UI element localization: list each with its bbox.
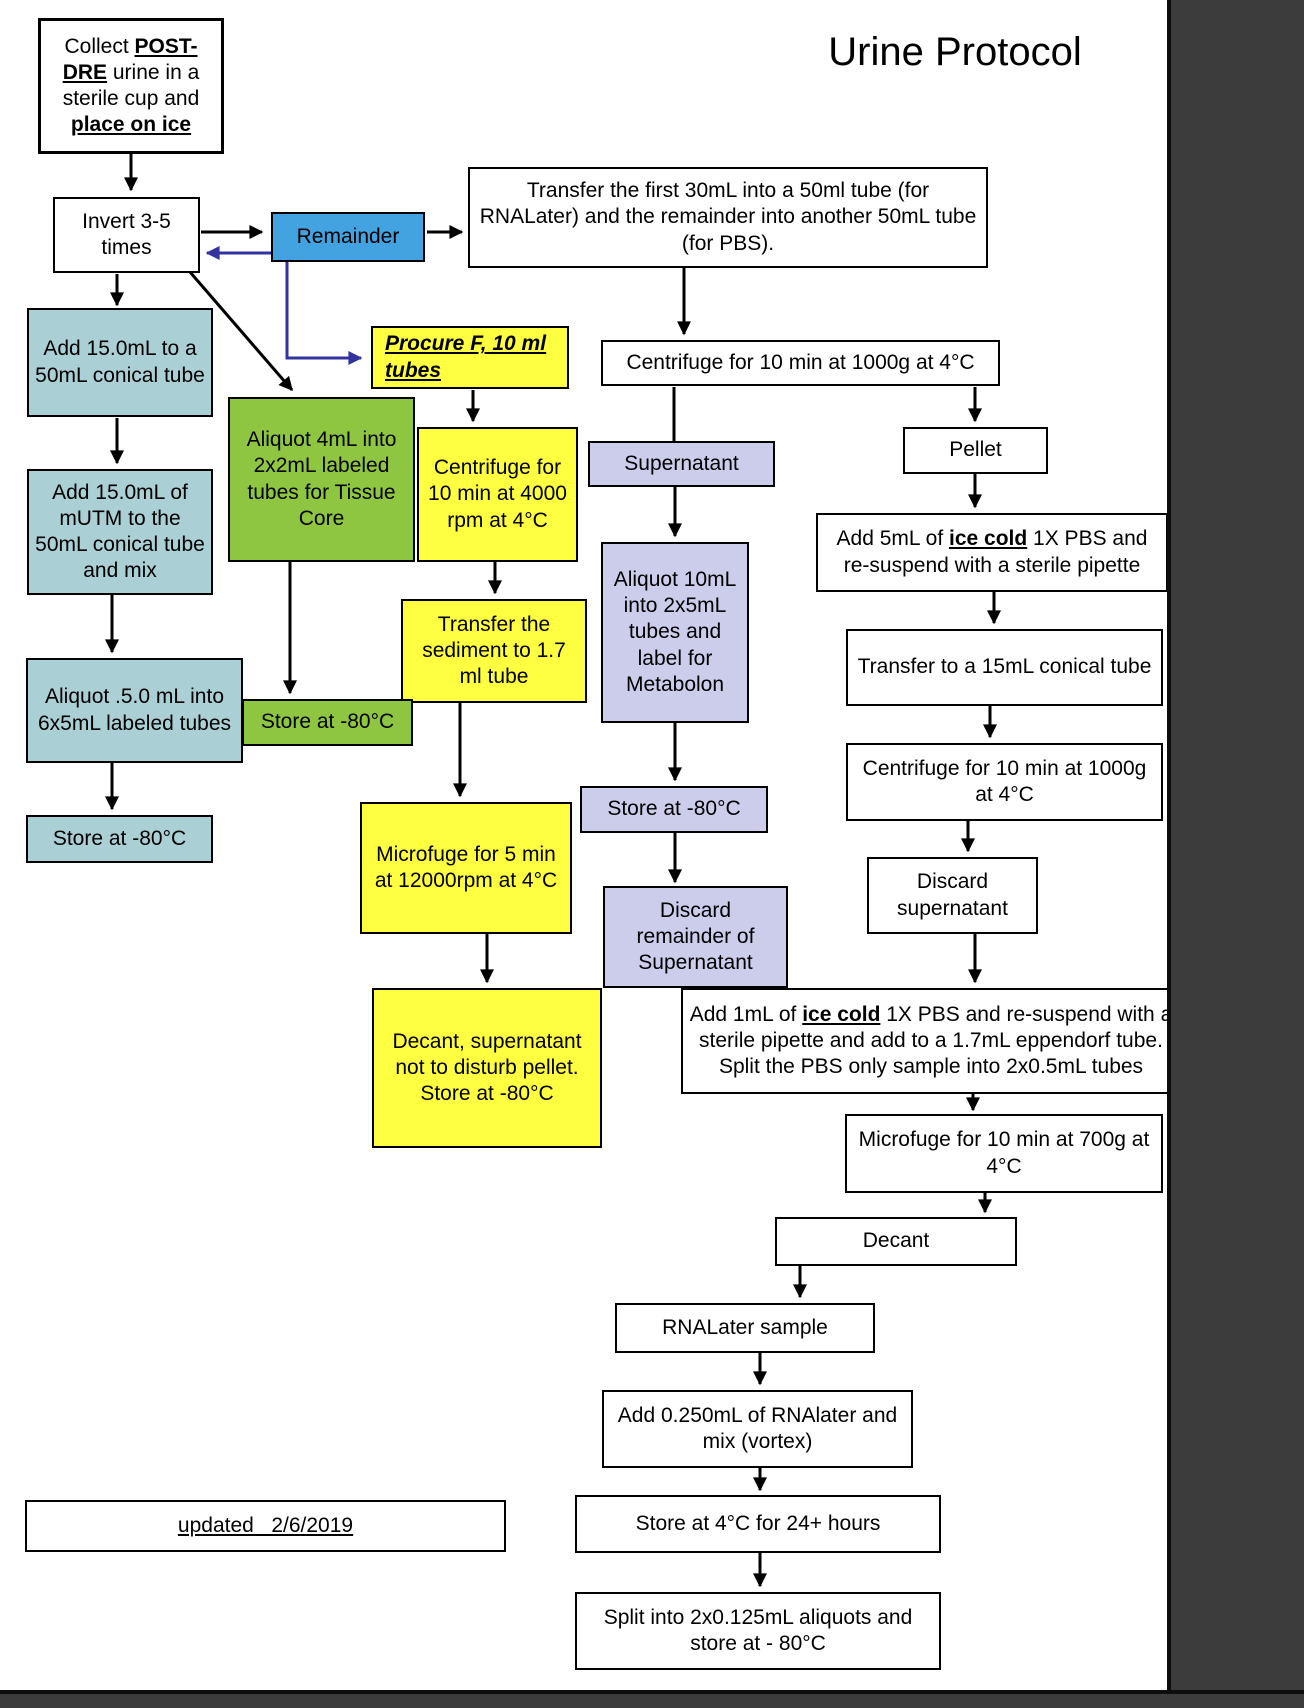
node-discard-remainder: Discard remainder of Supernatant (603, 886, 788, 988)
node-store-80-teal: Store at -80°C (26, 815, 213, 863)
node-microfuge-700g: Microfuge for 10 min at 700g at 4°C (845, 1114, 1163, 1193)
node-rnalater-sample: RNALater sample (615, 1303, 875, 1353)
node-add-5ml-pbs: Add 5mL of ice cold 1X PBS and re-suspen… (816, 513, 1168, 592)
node-add-1ml-pbs: Add 1mL of ice cold 1X PBS and re-suspen… (681, 988, 1181, 1094)
page-title: Urine Protocol (828, 30, 1082, 74)
node-transfer-15ml-conical: Transfer to a 15mL conical tube (846, 629, 1163, 706)
node-aliquot-5ml-tubes: Aliquot .5.0 mL into 6x5mL labeled tubes (26, 658, 243, 763)
node-pellet: Pellet (903, 427, 1048, 474)
node-procure-tubes: Procure F, 10 ml tubes (371, 326, 569, 389)
node-store-80-green: Store at -80°C (242, 699, 413, 746)
node-centrifuge-4000rpm: Centrifuge for 10 min at 4000 rpm at 4°C (417, 427, 578, 562)
node-transfer-sediment: Transfer the sediment to 1.7 ml tube (401, 599, 587, 703)
node-supernatant: Supernatant (588, 441, 775, 487)
node-split-aliquots: Split into 2x0.125mL aliquots and store … (575, 1592, 941, 1670)
right-dark-band (1167, 0, 1304, 1708)
updated-date-box: updated 2/6/2019 (25, 1500, 506, 1552)
node-discard-supernatant: Discard supernatant (867, 857, 1038, 934)
node-add-15ml-conical: Add 15.0mL to a 50mL conical tube (27, 308, 213, 417)
bottom-dark-band (0, 1690, 1304, 1708)
node-decant-store: Decant, supernatant not to disturb pelle… (372, 988, 602, 1148)
node-aliquot-4ml-tissue-core: Aliquot 4mL into 2x2mL labeled tubes for… (228, 397, 415, 562)
black-arrows (105, 154, 1001, 1588)
node-aliquot-10ml-metabolon: Aliquot 10mL into 2x5mL tubes and label … (601, 542, 749, 723)
node-store-4c: Store at 4°C for 24+ hours (575, 1495, 941, 1553)
node-invert: Invert 3-5 times (53, 197, 200, 273)
node-decant: Decant (775, 1217, 1017, 1266)
node-centrifuge-1000g-first: Centrifuge for 10 min at 1000g at 4°C (601, 340, 1000, 386)
node-add-rnalater: Add 0.250mL of RNAlater and mix (vortex) (602, 1390, 913, 1468)
navy-feedback-arrows (205, 246, 363, 365)
node-centrifuge-1000g-second: Centrifuge for 10 min at 1000g at 4°C (846, 743, 1163, 821)
node-microfuge-5min: Microfuge for 5 min at 12000rpm at 4°C (360, 802, 572, 934)
node-store-80-purple: Store at -80°C (580, 786, 768, 833)
node-add-mutm: Add 15.0mL of mUTM to the 50mL conical t… (27, 469, 213, 595)
node-collect-post-dre: Collect POST-DRE urine in a sterile cup … (38, 18, 224, 154)
node-remainder: Remainder (271, 212, 425, 262)
node-transfer-first-30ml: Transfer the first 30mL into a 50ml tube… (468, 167, 988, 268)
